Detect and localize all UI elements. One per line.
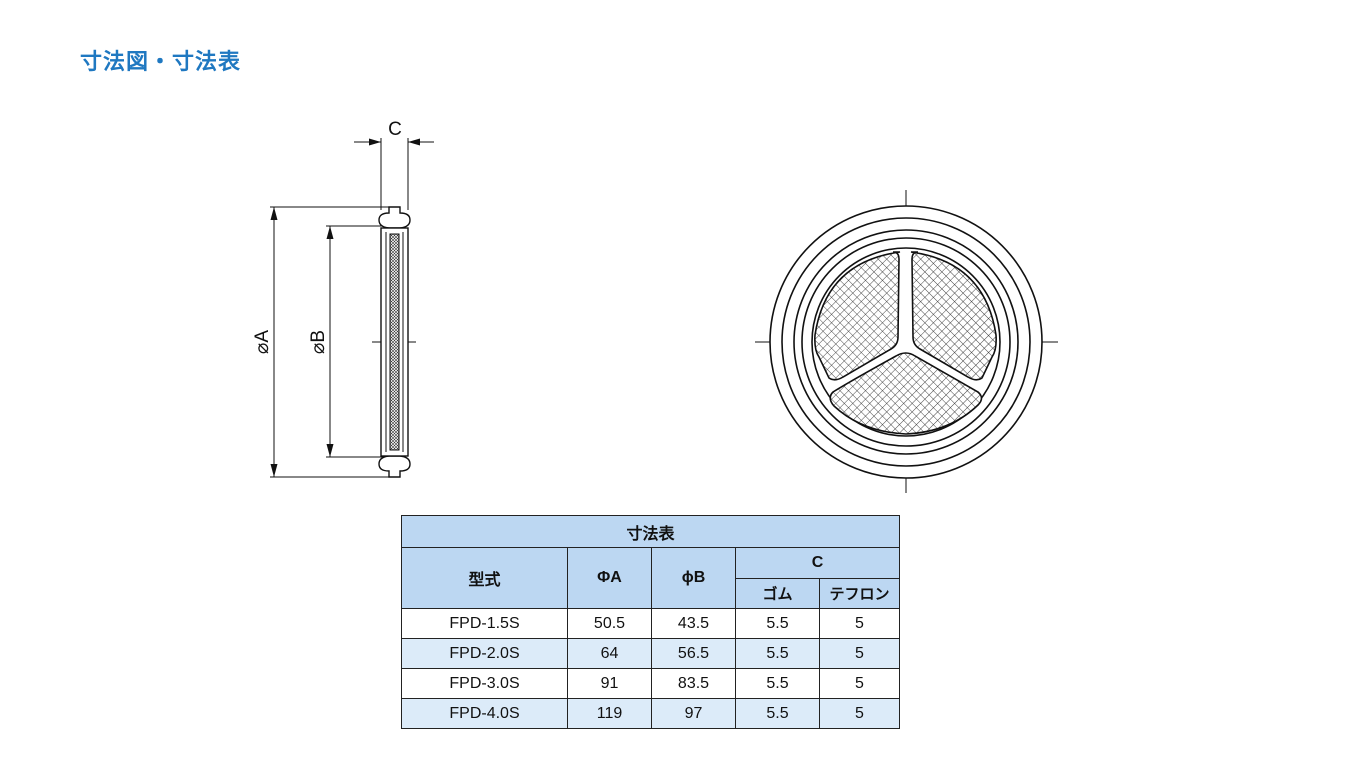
header-a: ΦA (567, 547, 652, 609)
dimension-b: ⌀B (308, 225, 384, 458)
cell-model: FPD-4.0S (401, 698, 568, 729)
table-row: FPD-4.0S 119 97 5.5 5 (401, 698, 900, 729)
cell-b: 43.5 (651, 608, 736, 639)
cell-a: 64 (567, 638, 652, 669)
dimension-c: C (354, 119, 434, 210)
cell-model: FPD-2.0S (401, 638, 568, 669)
cell-a: 119 (567, 698, 652, 729)
cell-teflon: 5 (819, 668, 900, 699)
cell-b: 56.5 (651, 638, 736, 669)
table-caption: 寸法表 (401, 515, 900, 548)
header-c-teflon: テフロン (819, 578, 900, 609)
dimension-a-label: ⌀A (252, 330, 273, 354)
cell-a: 91 (567, 668, 652, 699)
side-mesh (389, 233, 400, 451)
header-b: ϕB (651, 547, 736, 609)
cell-b: 83.5 (651, 668, 736, 699)
cell-teflon: 5 (819, 638, 900, 669)
cell-teflon: 5 (819, 608, 900, 639)
cell-a: 50.5 (567, 608, 652, 639)
table-row: FPD-2.0S 64 56.5 5.5 5 (401, 638, 900, 669)
header-c-rubber: ゴム (735, 578, 820, 609)
table-row: FPD-3.0S 91 83.5 5.5 5 (401, 668, 900, 699)
cell-rubber: 5.5 (735, 668, 820, 699)
table-row: FPD-1.5S 50.5 43.5 5.5 5 (401, 608, 900, 639)
header-c: C (735, 547, 900, 579)
front-view (755, 190, 1058, 493)
header-model: 型式 (401, 547, 568, 609)
cell-model: FPD-3.0S (401, 668, 568, 699)
section-title: 寸法図・寸法表 (80, 50, 242, 75)
dimension-c-label: C (388, 119, 402, 140)
cell-model: FPD-1.5S (401, 608, 568, 639)
outer-ring (769, 205, 1043, 479)
cell-rubber: 5.5 (735, 608, 820, 639)
dimension-table: 寸法表 型式 ΦA ϕB C ゴム テフロン FPD-1.5S 50.5 43.… (401, 515, 900, 729)
gasket-side-profile (378, 206, 411, 478)
cell-rubber: 5.5 (735, 698, 820, 729)
dimension-b-label: ⌀B (308, 330, 329, 354)
mesh-sector-bottom (829, 352, 983, 435)
mesh-sector-left (814, 251, 901, 381)
cell-teflon: 5 (819, 698, 900, 729)
cell-b: 97 (651, 698, 736, 729)
mesh-sectors (814, 251, 997, 435)
dimension-a: ⌀A (252, 206, 392, 478)
cell-rubber: 5.5 (735, 638, 820, 669)
mesh-sector-right (910, 251, 997, 381)
dimension-drawing: C ⌀A ⌀B (252, 119, 1058, 493)
side-view: C ⌀A ⌀B (252, 119, 434, 478)
